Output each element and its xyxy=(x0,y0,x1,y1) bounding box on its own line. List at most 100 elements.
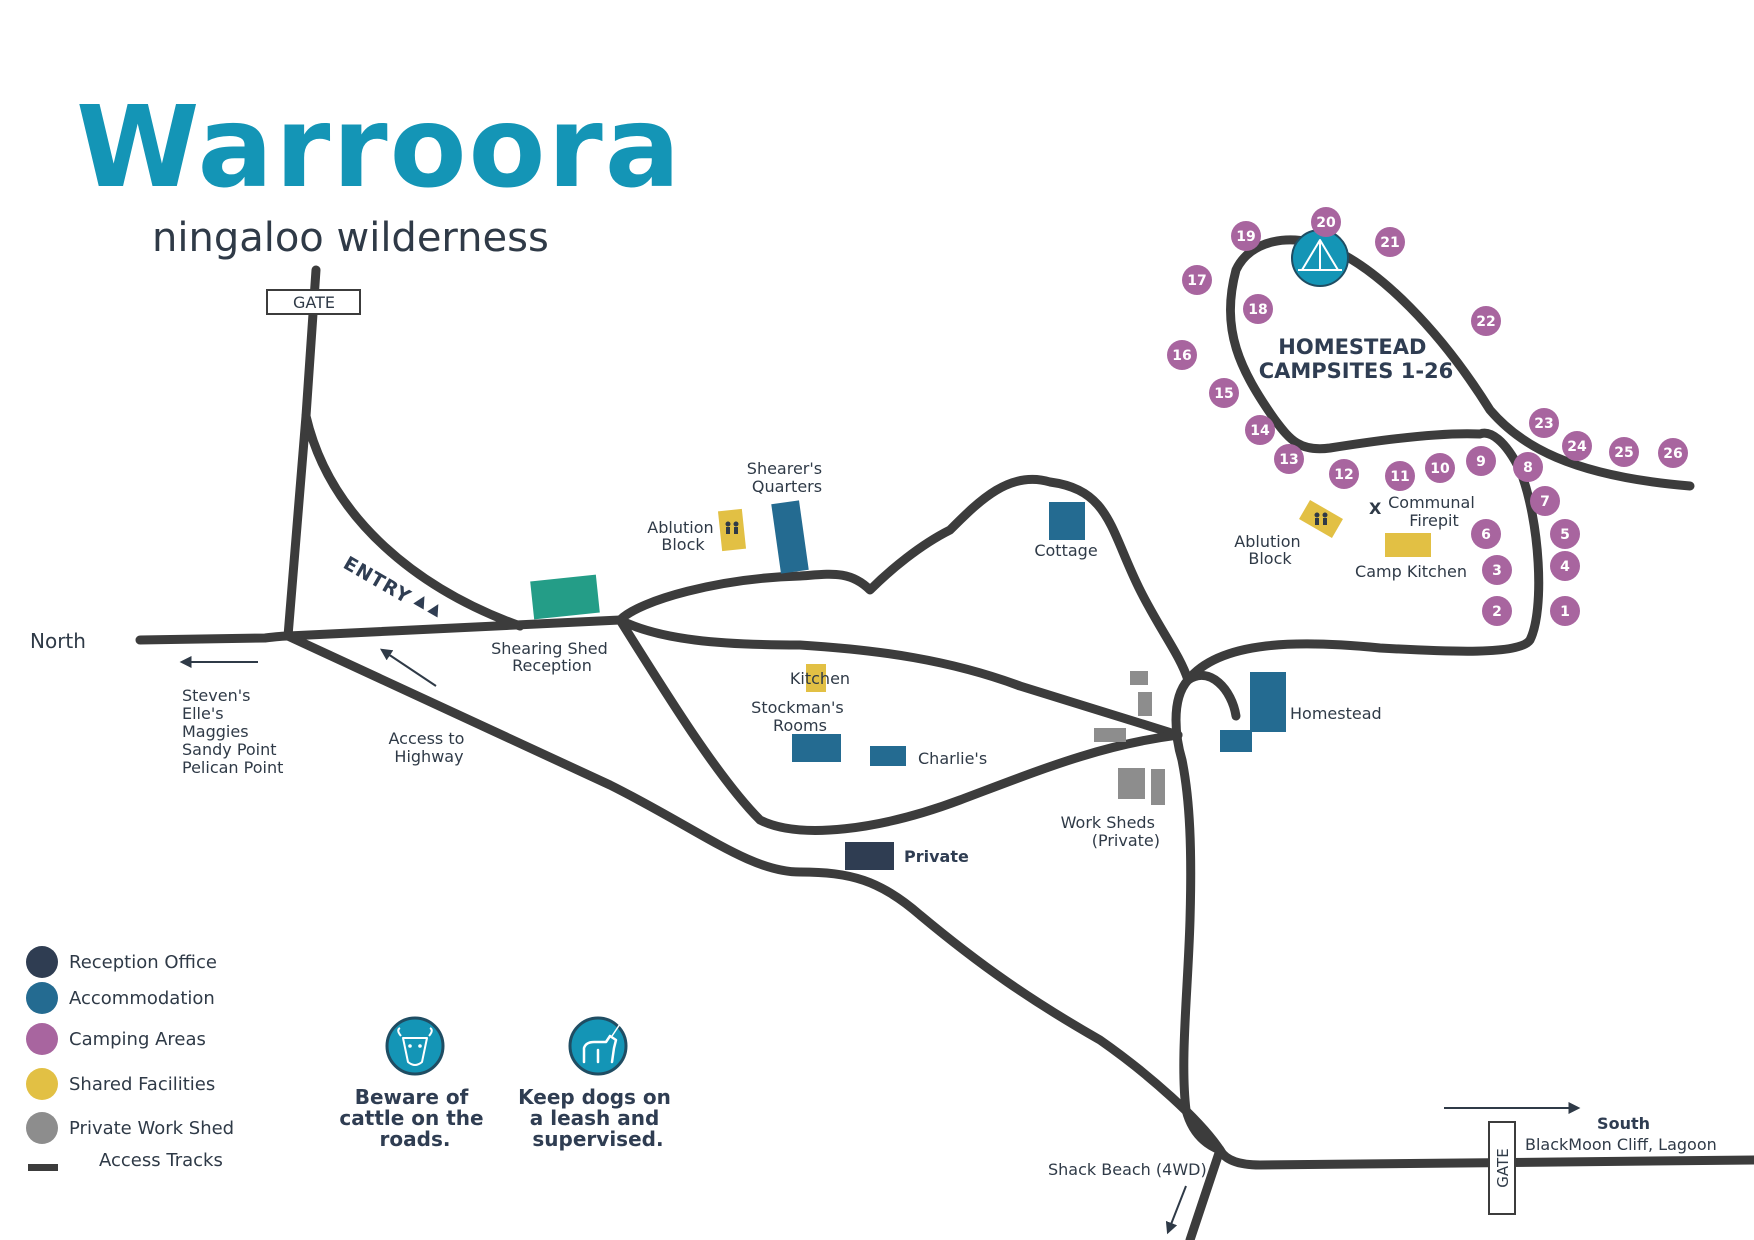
legend-label: Access Tracks xyxy=(99,1150,223,1171)
track-middle xyxy=(615,615,1183,740)
campsite-marker xyxy=(1385,461,1415,491)
brand-logo: Warroora xyxy=(76,83,683,213)
campsite-11: 11 xyxy=(1385,461,1415,491)
campsite-marker xyxy=(1311,207,1341,237)
cattle-icon xyxy=(385,1016,445,1076)
legend-label: Reception Office xyxy=(69,952,217,973)
campsite-marker xyxy=(1245,415,1275,445)
campsite-22: 22 xyxy=(1471,306,1501,336)
campsite-4: 4 xyxy=(1550,551,1580,581)
gate-bottom: GATE xyxy=(1488,1121,1516,1215)
campsite-number: 14 xyxy=(1250,423,1270,439)
dog-icon xyxy=(568,1016,628,1076)
legend-swatch-camping xyxy=(26,1023,58,1055)
track-lower-loop xyxy=(615,615,1183,835)
campsite-2: 2 xyxy=(1482,596,1512,626)
campsite-number: 1 xyxy=(1560,604,1570,620)
ablution-block-1-label: Ablution Block xyxy=(647,518,718,554)
buildings xyxy=(530,499,1431,870)
campsite-marker xyxy=(1658,438,1688,468)
campsite-marker xyxy=(1550,519,1580,549)
west-destinations: Steven's Elle's Maggies Sandy Point Peli… xyxy=(182,686,283,777)
dogs-notice: Keep dogs on a leash and supervised. xyxy=(518,1016,678,1151)
track-homestead-spine xyxy=(1171,675,1225,1155)
campsite-marker xyxy=(1530,486,1560,516)
legend-label: Private Work Shed xyxy=(69,1118,235,1139)
track-gate-north xyxy=(283,265,321,641)
campsite-15: 15 xyxy=(1209,378,1239,408)
campsite-26: 26 xyxy=(1658,438,1688,468)
kitchen-building xyxy=(806,664,826,692)
ablution-block-2 xyxy=(1299,499,1343,539)
campsite-number: 7 xyxy=(1540,494,1550,510)
campsite-marker xyxy=(1329,459,1359,489)
communal-firepit-marker: X xyxy=(1369,499,1382,518)
campsite-12: 12 xyxy=(1329,459,1359,489)
track-campsite-loop xyxy=(1183,235,1695,685)
campsite-marker xyxy=(1513,452,1543,482)
brand-subtitle: ningaloo wilderness xyxy=(152,215,549,261)
kitchen-label: Kitchen xyxy=(790,669,850,688)
cottage xyxy=(1049,502,1085,540)
homestead-main xyxy=(1250,672,1286,732)
work-sheds-label: Work Sheds (Private) xyxy=(1061,813,1160,850)
legend-label: Shared Facilities xyxy=(69,1074,216,1095)
toilet-icon xyxy=(1314,512,1328,525)
toilet-icon xyxy=(725,521,739,534)
gate-bottom-label: GATE xyxy=(1494,1148,1512,1187)
arrow-access-highway xyxy=(380,648,437,687)
campsite-13: 13 xyxy=(1274,444,1304,474)
arrow-shack-beach xyxy=(1165,1185,1187,1235)
stockmans-rooms-label: Stockman's Rooms xyxy=(751,698,849,735)
campsite-25: 25 xyxy=(1609,437,1639,467)
campsite-18: 18 xyxy=(1243,294,1273,324)
campsite-number: 9 xyxy=(1476,454,1486,470)
ablution-block-1 xyxy=(717,508,747,552)
shearers-quarters xyxy=(771,500,809,574)
campsite-21: 21 xyxy=(1375,227,1405,257)
campsite-number: 3 xyxy=(1492,563,1502,579)
legend-swatch-tracks xyxy=(28,1164,58,1171)
shack-beach-label: Shack Beach (4WD) xyxy=(1048,1160,1207,1179)
campsite-marker xyxy=(1243,294,1273,324)
campsite-number: 15 xyxy=(1214,386,1233,402)
legend-swatch-private-shed xyxy=(26,1112,58,1144)
campsite-17: 17 xyxy=(1182,265,1212,295)
legend-label: Camping Areas xyxy=(69,1029,206,1050)
charlies-label: Charlie's xyxy=(918,749,987,768)
private-reception xyxy=(845,842,894,870)
campsite-number: 24 xyxy=(1567,439,1587,455)
campsite-number: 19 xyxy=(1236,229,1255,245)
work-shed-2 xyxy=(1138,692,1152,716)
campsite-marker xyxy=(1274,444,1304,474)
campsite-number: 18 xyxy=(1248,302,1267,318)
tent-icon xyxy=(1291,229,1349,287)
communal-firepit-label: Communal Firepit xyxy=(1388,493,1480,530)
work-shed-4 xyxy=(1118,768,1145,799)
dogs-notice-text: Keep dogs on a leash and supervised. xyxy=(518,1085,678,1151)
campsite-marker xyxy=(1182,265,1212,295)
campsite-10: 10 xyxy=(1425,453,1455,483)
campsite-marker xyxy=(1529,408,1559,438)
campsite-marker xyxy=(1471,519,1501,549)
campsite-marker xyxy=(1466,446,1496,476)
campsite-number: 8 xyxy=(1523,460,1533,476)
campsite-24: 24 xyxy=(1562,431,1592,461)
cottage-label: Cottage xyxy=(1034,541,1097,560)
campsite-marker xyxy=(1482,596,1512,626)
campsite-number: 13 xyxy=(1279,452,1298,468)
campsite-number: 16 xyxy=(1172,348,1191,364)
work-shed-5 xyxy=(1151,769,1165,805)
cattle-notice: Beware of cattle on the roads. xyxy=(339,1016,484,1151)
campsite-number: 25 xyxy=(1614,445,1633,461)
south-destinations: BlackMoon Cliff, Lagoon xyxy=(1525,1135,1717,1154)
gate-top: GATE xyxy=(266,289,361,315)
campsite-6: 6 xyxy=(1471,519,1501,549)
access-highway-label: Access to Highway xyxy=(388,729,469,766)
campsite-marker xyxy=(1550,551,1580,581)
track-homestead-hook xyxy=(1183,671,1241,721)
campsite-number: 5 xyxy=(1560,527,1570,543)
entry-label: ENTRY xyxy=(340,552,439,618)
campsite-5: 5 xyxy=(1550,519,1580,549)
south-label: South xyxy=(1597,1114,1650,1133)
